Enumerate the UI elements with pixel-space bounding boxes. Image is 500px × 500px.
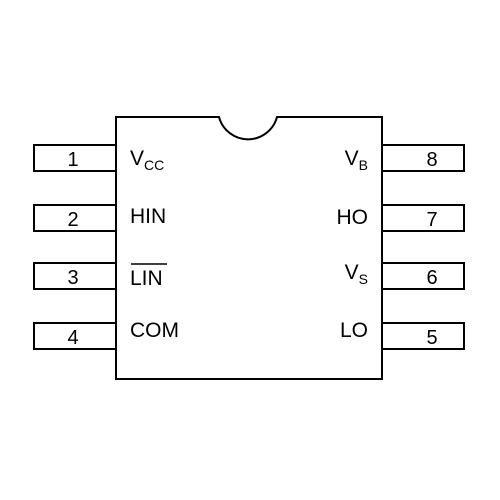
- pin-7-label: HO: [337, 206, 369, 229]
- pin-4-number: 4: [67, 327, 78, 349]
- pin-6-number: 6: [426, 267, 437, 289]
- pin-7: 7 HO: [337, 204, 465, 232]
- pin-3-lead: [33, 262, 117, 290]
- pin-1-lead: [33, 144, 117, 172]
- pin-8-label-sub: B: [359, 157, 368, 173]
- pin-6: 6 VS: [345, 261, 465, 290]
- pin-7-number: 7: [426, 209, 437, 231]
- pin-5-lead: [381, 322, 465, 350]
- pin-1-label: VCC: [130, 147, 164, 173]
- pin-1: 1 VCC: [33, 144, 164, 173]
- pin-4-lead: [33, 322, 117, 350]
- pin-7-lead: [381, 204, 465, 232]
- pin-8-label: VB: [345, 147, 368, 173]
- pin-6-label-sub: S: [359, 271, 368, 287]
- pin-8-label-main: V: [345, 147, 359, 170]
- pin-6-lead: [381, 262, 465, 290]
- pin-8: 8 VB: [345, 144, 465, 173]
- pin-8-number: 8: [426, 149, 437, 171]
- pin-2: 2 HIN: [33, 204, 166, 232]
- pin-3: 3 LIN: [33, 262, 167, 290]
- ic-body: [115, 116, 383, 380]
- pin-2-number: 2: [67, 209, 78, 231]
- pin-3-label: LIN: [130, 267, 163, 290]
- pin-2-label: HIN: [130, 205, 166, 228]
- pin-4-label: COM: [130, 319, 179, 342]
- pin-5-label: LO: [340, 319, 368, 342]
- pin-8-lead: [381, 144, 465, 172]
- pin-1-number: 1: [67, 149, 78, 171]
- pin-1-label-main: V: [130, 147, 144, 170]
- pin-2-lead: [33, 204, 117, 232]
- pin-1-label-sub: CC: [144, 157, 164, 173]
- pin-5-number: 5: [426, 327, 437, 349]
- pin-6-label: VS: [345, 261, 368, 287]
- right-pins: 8 VB 7 HO 6 VS 5 LO: [337, 144, 465, 350]
- pin-4: 4 COM: [33, 319, 179, 350]
- left-pins: 1 VCC 2 HIN 3 LIN 4 COM: [33, 144, 179, 350]
- pin-6-label-main: V: [345, 261, 359, 284]
- pin-5: 5 LO: [340, 319, 465, 350]
- pin-3-number: 3: [67, 267, 78, 289]
